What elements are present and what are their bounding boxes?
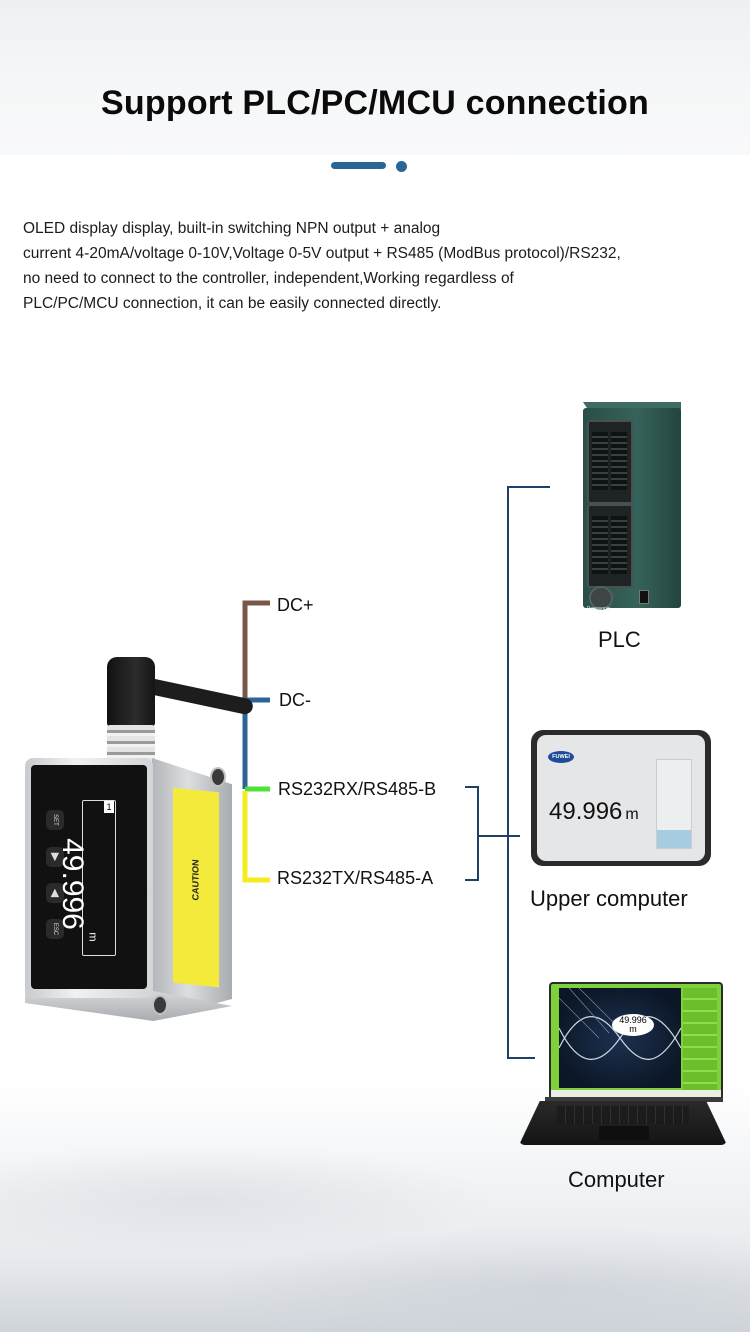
sticker-heading: CAUTION [190,858,201,901]
sensor-cable [143,677,255,716]
plc-serial-port [589,586,613,610]
wire-label-rs232rx-rs485b: RS232RX/RS485-B [278,779,437,799]
control-panel [31,765,147,989]
mount-hole [210,767,226,787]
page-title: Support PLC/PC/MCU connection [101,84,649,122]
laptop-hinge [545,1097,723,1102]
oled-value: 49.996 [56,838,89,930]
header-background [0,0,750,155]
laser-distance-sensor: SET ▶ ◀ ESC 1 49.996 m CAUTION [25,655,255,1025]
plc-terminal-connector [587,504,633,588]
plc-brand: Panasonic [587,606,611,612]
laser-warning-sticker: CAUTION [173,787,219,988]
plc-body: Panasonic [583,408,681,612]
esc-button[interactable]: ESC [46,919,64,939]
fuwei-logo: FUWEI [548,751,574,763]
plc-device: Panasonic [573,402,681,612]
laptop-touchpad [599,1126,649,1140]
wire-label-rs232tx-rs485a: RS232TX/RS485-A [277,868,434,888]
description-line: current 4-20mA/voltage 0-10V,Voltage 0-5… [23,245,621,262]
upper-computer-label: Upper computer [530,886,688,911]
set-button[interactable]: SET [46,810,64,830]
computer-label: Computer [568,1167,665,1192]
wire-dc-plus [242,600,270,700]
title-decoration [331,161,411,173]
left-arrow-button[interactable]: ◀ [46,883,64,903]
plc-label: PLC [598,627,641,652]
bus-bracket [465,786,479,881]
wire-label-dc-minus: DC- [279,690,311,710]
description: OLED display display, built-in switching… [23,216,733,316]
bus-trunk [507,486,550,1059]
oled-display [82,800,116,956]
description-line: PLC/PC/MCU connection, it can be easily … [23,295,442,312]
connector-thread [107,725,155,761]
oled-channel: 1 [104,801,114,813]
right-arrow-button[interactable]: ▶ [46,847,64,867]
plc-terminal-connector [587,420,633,504]
taskbar [551,1090,721,1097]
waveform-graphic [559,988,681,1060]
wire-rs232tx-rs485a [242,791,270,883]
description-line: OLED display display, built-in switching… [23,220,441,237]
mount-hole [152,995,168,1015]
description-line: no need to connect to the controller, in… [23,270,514,287]
cable-connector [107,657,155,727]
oled-unit: m [86,932,99,942]
laptop-keys [557,1106,689,1124]
decoration-dot [396,161,407,172]
software-side-panel [683,988,717,1092]
plc-usb-port [639,590,649,604]
decoration-bar [331,162,386,169]
wire-label-dc-plus: DC+ [277,595,314,615]
hmi-level-bar [656,759,692,849]
hmi-level-fill [657,830,691,848]
